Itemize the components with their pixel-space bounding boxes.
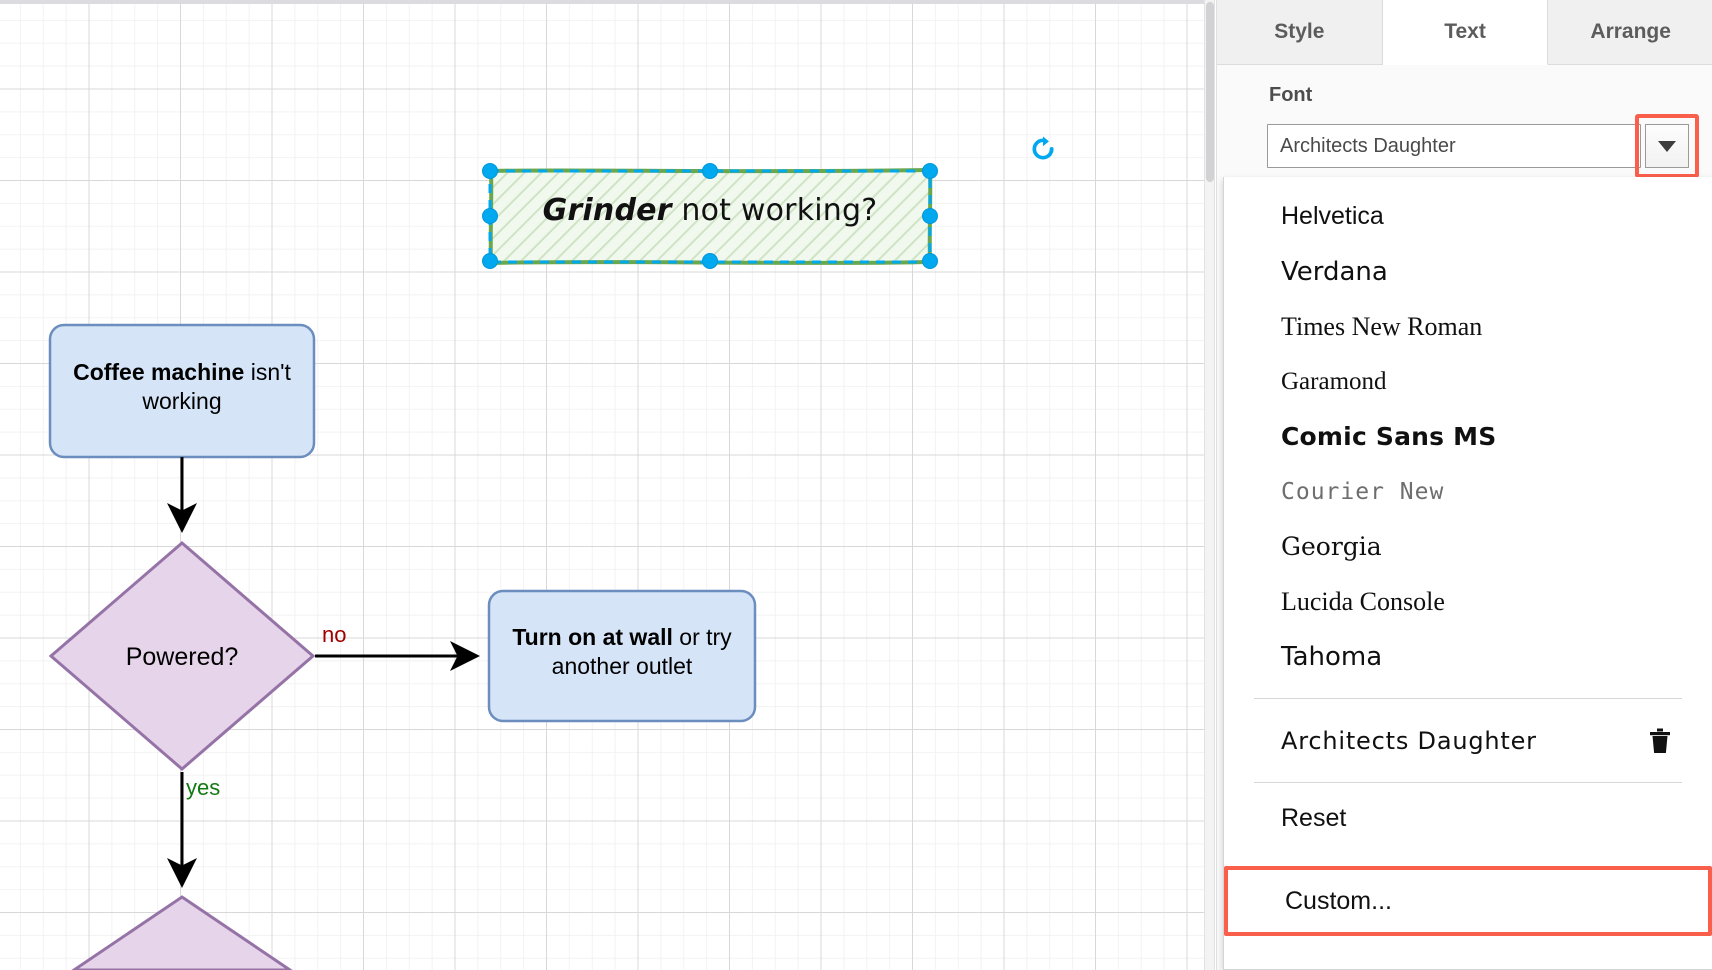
font-dropdown-highlight xyxy=(1635,114,1699,178)
tab-arrange[interactable]: Arrange xyxy=(1548,0,1712,65)
dropdown-separator-1 xyxy=(1254,698,1682,699)
node-grinder-label: Grinder not working? xyxy=(489,193,931,228)
font-section-label: Font xyxy=(1269,84,1313,106)
node-grinder-label-rest: not working? xyxy=(671,193,878,228)
resize-handle-s[interactable] xyxy=(702,253,718,269)
font-option-lucida-console[interactable]: Lucida Console xyxy=(1281,586,1445,616)
node-powered-shape xyxy=(48,541,316,771)
font-option-verdana[interactable]: Verdana xyxy=(1281,256,1388,287)
font-option-comic-sans-ms[interactable]: Comic Sans MS xyxy=(1281,422,1497,451)
font-option-helvetica[interactable]: Helvetica xyxy=(1281,202,1384,230)
tab-style[interactable]: Style xyxy=(1217,0,1383,65)
node-second-decision-shape xyxy=(71,895,293,970)
font-option-architects-daughter[interactable]: Architects Daughter xyxy=(1224,713,1712,768)
font-dropdown-button[interactable] xyxy=(1645,124,1689,168)
resize-handle-se[interactable] xyxy=(922,253,938,269)
diagram-graphics xyxy=(48,168,933,970)
node-turn-on-shape xyxy=(487,589,757,723)
font-option-custom-highlight: Custom... xyxy=(1224,866,1712,936)
chevron-down-icon xyxy=(1658,140,1676,152)
node-coffee-machine-shape xyxy=(48,323,316,459)
format-panel: Style Text Arrange Font Helvetica Verdan… xyxy=(1216,0,1712,970)
node-grinder-label-bold: Grinder xyxy=(542,193,672,228)
trash-icon[interactable] xyxy=(1648,728,1672,754)
dropdown-separator-2 xyxy=(1254,782,1682,783)
diagram-canvas[interactable]: Grinder not working? Coffee machine isn'… xyxy=(0,0,1212,970)
font-option-garamond[interactable]: Garamond xyxy=(1281,367,1387,395)
panel-tabs: Style Text Arrange xyxy=(1217,0,1712,65)
tab-text[interactable]: Text xyxy=(1382,0,1549,65)
resize-handle-sw[interactable] xyxy=(482,253,498,269)
font-name-input[interactable] xyxy=(1267,124,1641,168)
resize-handle-nw[interactable] xyxy=(482,163,498,179)
font-option-custom[interactable]: Custom... xyxy=(1285,886,1392,915)
scrollbar-thumb[interactable] xyxy=(1206,2,1214,182)
font-option-reset[interactable]: Reset xyxy=(1281,804,1347,832)
resize-handle-ne[interactable] xyxy=(922,163,938,179)
font-option-architects-daughter-label: Architects Daughter xyxy=(1281,726,1537,755)
canvas-vertical-scrollbar[interactable] xyxy=(1204,0,1215,970)
font-option-tahoma[interactable]: Tahoma xyxy=(1281,641,1383,672)
resize-handle-e[interactable] xyxy=(922,208,938,224)
font-option-georgia[interactable]: Georgia xyxy=(1281,532,1382,561)
font-dropdown-menu[interactable]: Helvetica Verdana Times New Roman Garamo… xyxy=(1223,177,1712,970)
resize-handle-n[interactable] xyxy=(702,163,718,179)
canvas-top-edge xyxy=(0,0,1212,4)
font-option-courier-new[interactable]: Courier New xyxy=(1281,478,1445,505)
rotate-icon[interactable] xyxy=(1030,136,1056,162)
resize-handle-w[interactable] xyxy=(482,208,498,224)
font-option-times-new-roman[interactable]: Times New Roman xyxy=(1281,311,1483,341)
